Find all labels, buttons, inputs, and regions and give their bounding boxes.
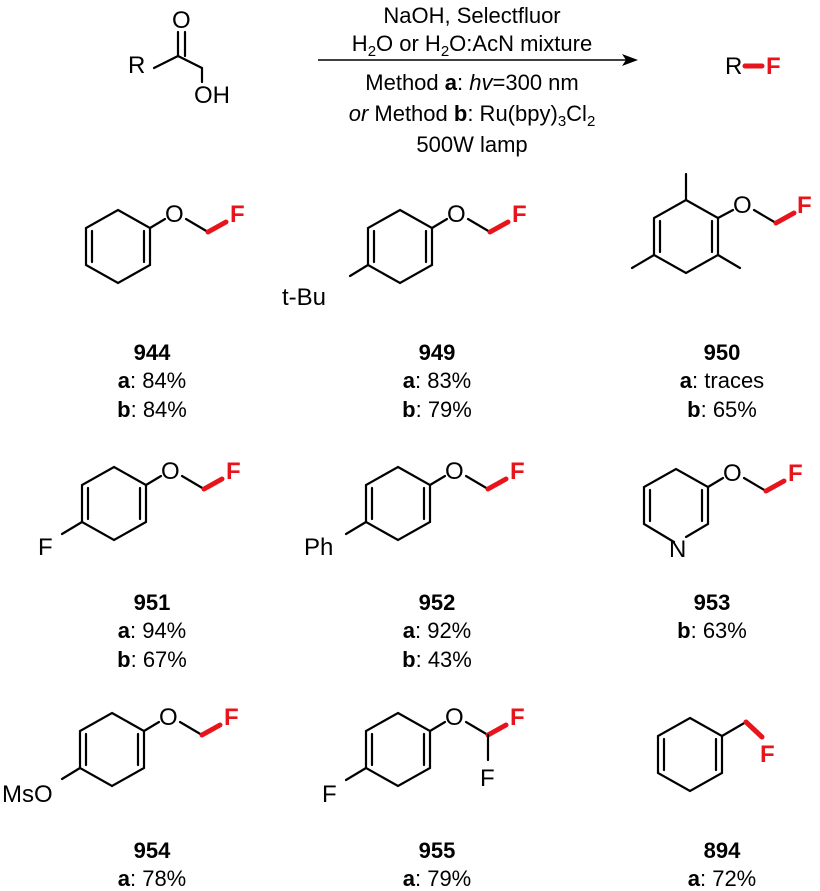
fluorine-atom: F: [510, 458, 525, 485]
oxygen-atom: O: [161, 458, 180, 485]
compound-954-substituent: MsO: [2, 781, 53, 808]
condition-line-2: H2O or H2O:AcN mixture: [352, 31, 592, 60]
oxygen-atom: O: [159, 704, 178, 731]
condition-line-4: or Method b: Ru(bpy)3Cl2: [349, 101, 596, 130]
compound-944-label: 944: [134, 340, 171, 365]
compound-955-structure: F O F F: [322, 704, 525, 808]
condition-line-5: 500W lamp: [416, 132, 527, 157]
compound-951-result-a: a: 94%: [118, 618, 187, 643]
product-r-label: R: [725, 53, 742, 80]
compound-950-label: 950: [704, 340, 741, 365]
reactant-carboxylic-acid: R O OH: [128, 7, 230, 109]
fluorine-atom: F: [510, 704, 525, 731]
compound-949-result-a: a: 83%: [403, 368, 472, 393]
reactant-oh: OH: [194, 82, 230, 109]
compound-894-structure: F: [656, 716, 775, 793]
compound-954-label: 954: [134, 838, 171, 863]
compound-894-result-a: a: 72%: [688, 866, 757, 891]
compound-952-result-b: b: 43%: [402, 647, 472, 672]
compound-953-result-b: b: 63%: [677, 618, 747, 643]
reactant-carbonyl-o: O: [172, 7, 191, 34]
compound-949-substituent: t-Bu: [282, 284, 326, 311]
compound-952-structure: Ph O F: [304, 458, 525, 561]
fluorine-atom: F: [512, 201, 527, 228]
compound-952-substituent: Ph: [304, 534, 333, 561]
compound-953-structure: N O F: [642, 460, 803, 563]
compound-955-label: 955: [419, 838, 456, 863]
oxygen-atom: O: [165, 201, 184, 228]
compound-944-result-a: a: 84%: [118, 368, 187, 393]
reaction-conditions: NaOH, Selectfluor H2O or H2O:AcN mixture…: [349, 3, 596, 157]
oxygen-atom: O: [723, 460, 742, 487]
compound-951-structure: F O F: [38, 458, 241, 561]
compound-951-substituent: F: [38, 534, 53, 561]
compound-951-label: 951: [134, 590, 171, 615]
compound-955-extra-f: F: [480, 765, 495, 792]
product-f-label: F: [766, 53, 781, 80]
compound-953-ring-n: N: [669, 536, 686, 563]
oxygen-atom: O: [445, 704, 464, 731]
compound-955-result-a: a: 79%: [403, 866, 472, 891]
fluorine-atom: F: [224, 704, 239, 731]
compound-952-result-a: a: 92%: [403, 618, 472, 643]
compound-950-structure: O F: [630, 172, 812, 275]
oxygen-atom: O: [733, 192, 752, 219]
reaction-arrow: [318, 54, 638, 66]
product-alkyl-fluoride: R F: [725, 53, 781, 80]
compound-950-result-b: b: 65%: [687, 397, 757, 422]
fluorine-atom: F: [230, 201, 245, 228]
condition-line-1: NaOH, Selectfluor: [383, 3, 560, 28]
fluorine-atom: F: [788, 460, 803, 487]
compound-894-label: 894: [704, 838, 741, 863]
compound-944-structure: O F: [84, 201, 245, 285]
reactant-r-label: R: [128, 52, 145, 79]
fluorine-atom: F: [797, 192, 812, 219]
compound-950-result-a: a: traces: [680, 368, 764, 393]
compound-954-structure: MsO O F: [2, 704, 239, 808]
compound-944-result-b: b: 84%: [117, 397, 187, 422]
compound-951-result-b: b: 67%: [117, 647, 187, 672]
compound-952-label: 952: [419, 590, 456, 615]
fluorine-atom: F: [226, 458, 241, 485]
oxygen-atom: O: [445, 458, 464, 485]
compound-949-result-b: b: 79%: [402, 397, 472, 422]
compound-954-result-a: a: 78%: [118, 866, 187, 891]
compound-949-structure: t-Bu O F: [282, 201, 527, 311]
fluorine-atom: F: [760, 741, 775, 768]
oxygen-atom: O: [447, 201, 466, 228]
compound-953-label: 953: [694, 590, 731, 615]
compound-955-substituent: F: [322, 781, 337, 808]
condition-line-3: Method a: hv=300 nm: [365, 70, 578, 95]
compound-949-label: 949: [419, 340, 456, 365]
